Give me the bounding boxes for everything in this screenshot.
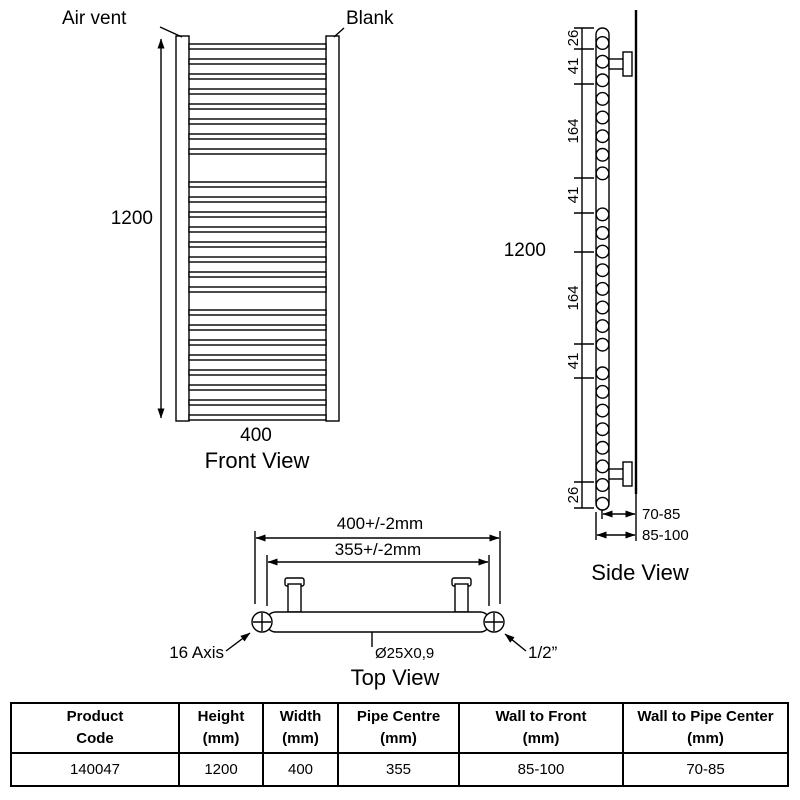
side-dimension-lines: [574, 27, 594, 509]
top-view-caption: Top View: [351, 665, 440, 690]
table-header-wall-to-front: Wall to Front (mm): [460, 704, 624, 754]
top-view-bracket-left: [284, 577, 305, 613]
table-cell-product-code: 140047: [12, 754, 180, 785]
side-height-label: 1200: [504, 240, 546, 261]
front-left-rail: [175, 35, 190, 422]
top-view: 400+/-2mm 355+/-2mm 16: [169, 514, 557, 690]
side-bar-ends: [595, 36, 610, 511]
table-header-height: Height (mm): [180, 704, 264, 754]
table-cell-pipe-centre: 355: [339, 754, 460, 785]
front-bars: [188, 43, 327, 421]
valve-leader-arrow: [504, 633, 527, 652]
table-cell-wall-to-pipe-center: 70-85: [686, 761, 725, 778]
air-vent-leader-line: [159, 26, 183, 38]
axis-leader-arrow: [225, 632, 251, 652]
side-dim-41-b: 41: [565, 187, 582, 204]
side-dim-164-b: 164: [565, 285, 582, 310]
table-cell-wall-to-front: 85-100: [460, 754, 624, 785]
top-view-bracket-right: [451, 577, 472, 613]
axis-label: 16 Axis: [169, 643, 224, 662]
side-dim-164-a: 164: [565, 118, 582, 143]
front-width-label: 400: [240, 425, 272, 446]
table-header-pipe-centre: Pipe Centre (mm): [339, 704, 460, 754]
table-header-width: Width (mm): [264, 704, 339, 754]
valve-size-label: 1/2”: [528, 643, 558, 662]
technical-drawing: Air vent Blank 1200 400 Front View: [62, 8, 689, 690]
side-dim-26-bottom: 26: [565, 487, 582, 504]
air-vent-label: Air vent: [62, 8, 127, 29]
table-header-wall-to-pipe-center: Wall to Pipe Center (mm): [624, 704, 787, 754]
specification-table: Product Code Height (mm) Width (mm) Pipe…: [10, 702, 789, 787]
right-valve: [483, 611, 505, 633]
left-valve: [251, 611, 273, 633]
table-cell-width: 400: [264, 754, 339, 785]
overall-width-label: 400+/-2mm: [337, 514, 423, 533]
front-view-caption: Front View: [205, 448, 310, 473]
tube-spec-label: Ø25X0,9: [375, 645, 434, 662]
side-dim-41-c: 41: [565, 353, 582, 370]
pipe-centre-label: 355+/-2mm: [335, 540, 421, 559]
wall-to-front-label: 85-100: [642, 527, 689, 544]
front-height-label: 1200: [111, 208, 153, 229]
table-header-product-code: Product Code: [12, 704, 180, 754]
table-cell-height: 1200: [180, 754, 264, 785]
front-right-rail: [325, 35, 340, 422]
bottom-mounting-bracket: [608, 461, 633, 487]
top-mounting-bracket: [608, 51, 633, 77]
top-view-tube: [265, 611, 491, 633]
front-view: Air vent Blank 1200 400 Front View: [62, 8, 394, 473]
side-view-caption: Side View: [591, 560, 689, 585]
side-view: 26 41 164 41 164 41 26 1200 70-85 85-100…: [504, 10, 689, 585]
side-dim-41-a: 41: [565, 58, 582, 75]
blank-leader-line: [333, 27, 345, 38]
blank-label: Blank: [346, 8, 394, 29]
wall-to-pipe-label: 70-85: [642, 506, 680, 523]
side-dim-26-top: 26: [565, 30, 582, 47]
